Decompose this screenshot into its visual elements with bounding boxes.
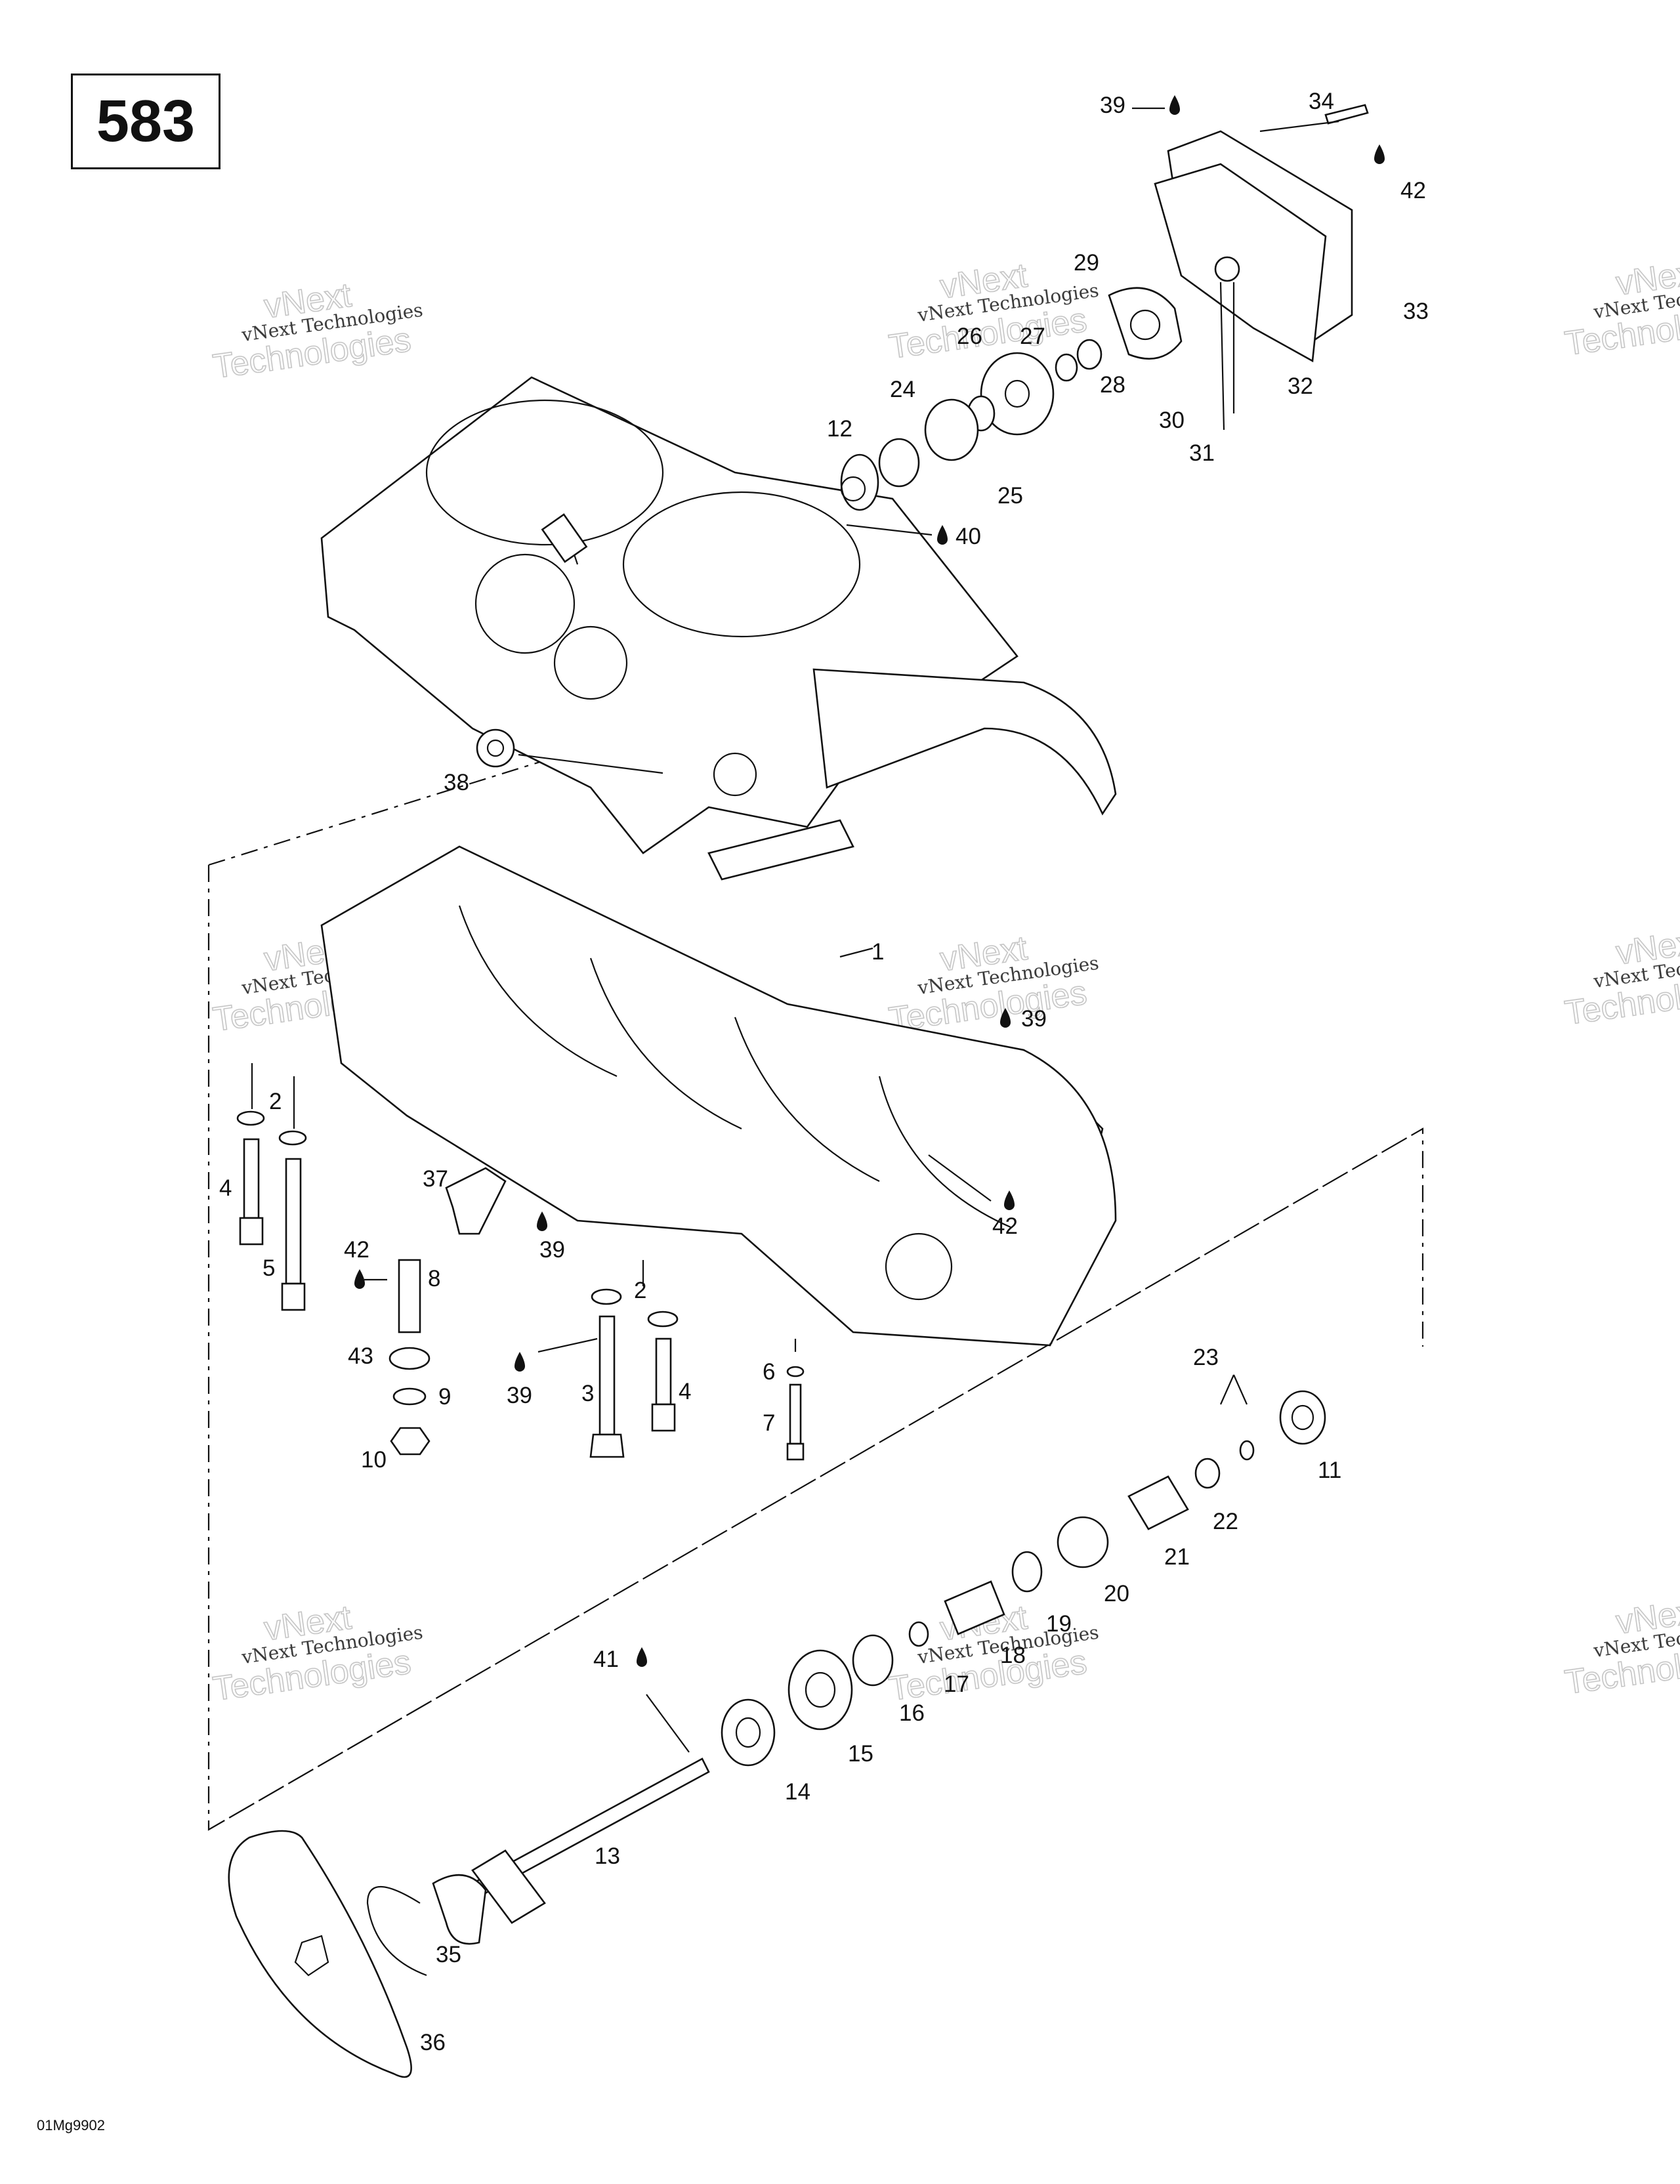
callout-20: 20 bbox=[1104, 1581, 1129, 1606]
callout-16: 16 bbox=[899, 1700, 925, 1726]
callout-41: 41 bbox=[593, 1647, 619, 1672]
lower-crankcase bbox=[320, 845, 1117, 1347]
callout-6: 6 bbox=[763, 1359, 775, 1385]
callout-2: 2 bbox=[269, 1089, 282, 1114]
callout-39: 39 bbox=[1021, 1006, 1047, 1032]
drive-shaft-group bbox=[432, 1390, 1326, 1945]
seal-38 bbox=[476, 728, 663, 774]
callout-25: 25 bbox=[998, 483, 1023, 509]
oil-drop-icon bbox=[514, 1352, 525, 1372]
shield-36 bbox=[228, 1830, 412, 2078]
callout-14: 14 bbox=[785, 1779, 810, 1805]
callout-2: 2 bbox=[634, 1278, 646, 1303]
callout-21: 21 bbox=[1164, 1544, 1190, 1570]
oil-drop-icon bbox=[1374, 144, 1385, 164]
upper-crankcase bbox=[320, 376, 1117, 881]
callout-39: 39 bbox=[507, 1383, 532, 1408]
callout-27: 27 bbox=[1020, 324, 1045, 349]
callout-3: 3 bbox=[581, 1381, 594, 1406]
callout-39: 39 bbox=[539, 1237, 565, 1263]
callout-17: 17 bbox=[944, 1671, 969, 1697]
callout-42: 42 bbox=[1400, 178, 1426, 203]
circlip-35 bbox=[366, 1885, 427, 1977]
callout-35: 35 bbox=[436, 1942, 461, 1967]
oil-drop-markers bbox=[354, 95, 1385, 1667]
callout-4: 4 bbox=[679, 1379, 691, 1404]
callout-33: 33 bbox=[1403, 299, 1429, 324]
callout-43: 43 bbox=[348, 1343, 373, 1369]
callout-23: 23 bbox=[1193, 1345, 1219, 1370]
callout-39: 39 bbox=[1100, 93, 1125, 118]
callout-numbers: 1 2 2 3 4 4 5 6 7 8 9 10 11 12 13 14 15 … bbox=[219, 89, 1429, 2055]
callout-8: 8 bbox=[428, 1266, 440, 1292]
callout-30: 30 bbox=[1159, 408, 1185, 433]
callout-12: 12 bbox=[827, 416, 852, 442]
oil-drop-icon bbox=[937, 525, 948, 545]
image-code: 01Mg9902 bbox=[37, 2117, 105, 2133]
callout-1: 1 bbox=[872, 939, 884, 965]
callout-5: 5 bbox=[262, 1255, 275, 1281]
callout-29: 29 bbox=[1074, 250, 1099, 276]
callout-11: 11 bbox=[1318, 1458, 1341, 1483]
callout-40: 40 bbox=[956, 524, 981, 549]
callout-37: 37 bbox=[423, 1166, 448, 1192]
callout-24: 24 bbox=[890, 377, 915, 402]
callout-18: 18 bbox=[1000, 1643, 1026, 1668]
callout-32: 32 bbox=[1288, 373, 1313, 399]
fasteners-center bbox=[589, 1288, 805, 1461]
diagram-number: 583 bbox=[96, 88, 196, 154]
oil-drop-icon bbox=[1004, 1190, 1015, 1210]
callout-42: 42 bbox=[992, 1213, 1018, 1239]
callout-9: 9 bbox=[438, 1384, 451, 1410]
water-pump-group bbox=[840, 104, 1369, 511]
callout-7: 7 bbox=[763, 1410, 775, 1436]
fasteners-left bbox=[236, 1110, 507, 1456]
callout-34: 34 bbox=[1309, 89, 1334, 114]
callout-22: 22 bbox=[1213, 1509, 1238, 1534]
callout-42: 42 bbox=[344, 1237, 369, 1263]
callout-10: 10 bbox=[361, 1447, 387, 1473]
oil-drop-icon bbox=[354, 1269, 365, 1289]
callout-13: 13 bbox=[595, 1843, 620, 1869]
callout-31: 31 bbox=[1189, 440, 1215, 466]
leader-lines bbox=[251, 107, 1339, 1753]
oil-drop-icon bbox=[1169, 95, 1180, 115]
callout-28: 28 bbox=[1100, 372, 1125, 398]
callout-38: 38 bbox=[444, 770, 469, 795]
oil-drop-icon bbox=[537, 1211, 547, 1231]
diagram-number-box: 583 bbox=[71, 74, 220, 169]
callout-15: 15 bbox=[848, 1741, 873, 1767]
oil-drop-icon bbox=[1000, 1008, 1011, 1028]
callout-4: 4 bbox=[219, 1175, 232, 1201]
callout-26: 26 bbox=[957, 324, 982, 349]
callout-36: 36 bbox=[420, 2030, 446, 2055]
callout-19: 19 bbox=[1046, 1611, 1072, 1637]
oil-drop-icon bbox=[637, 1647, 647, 1667]
